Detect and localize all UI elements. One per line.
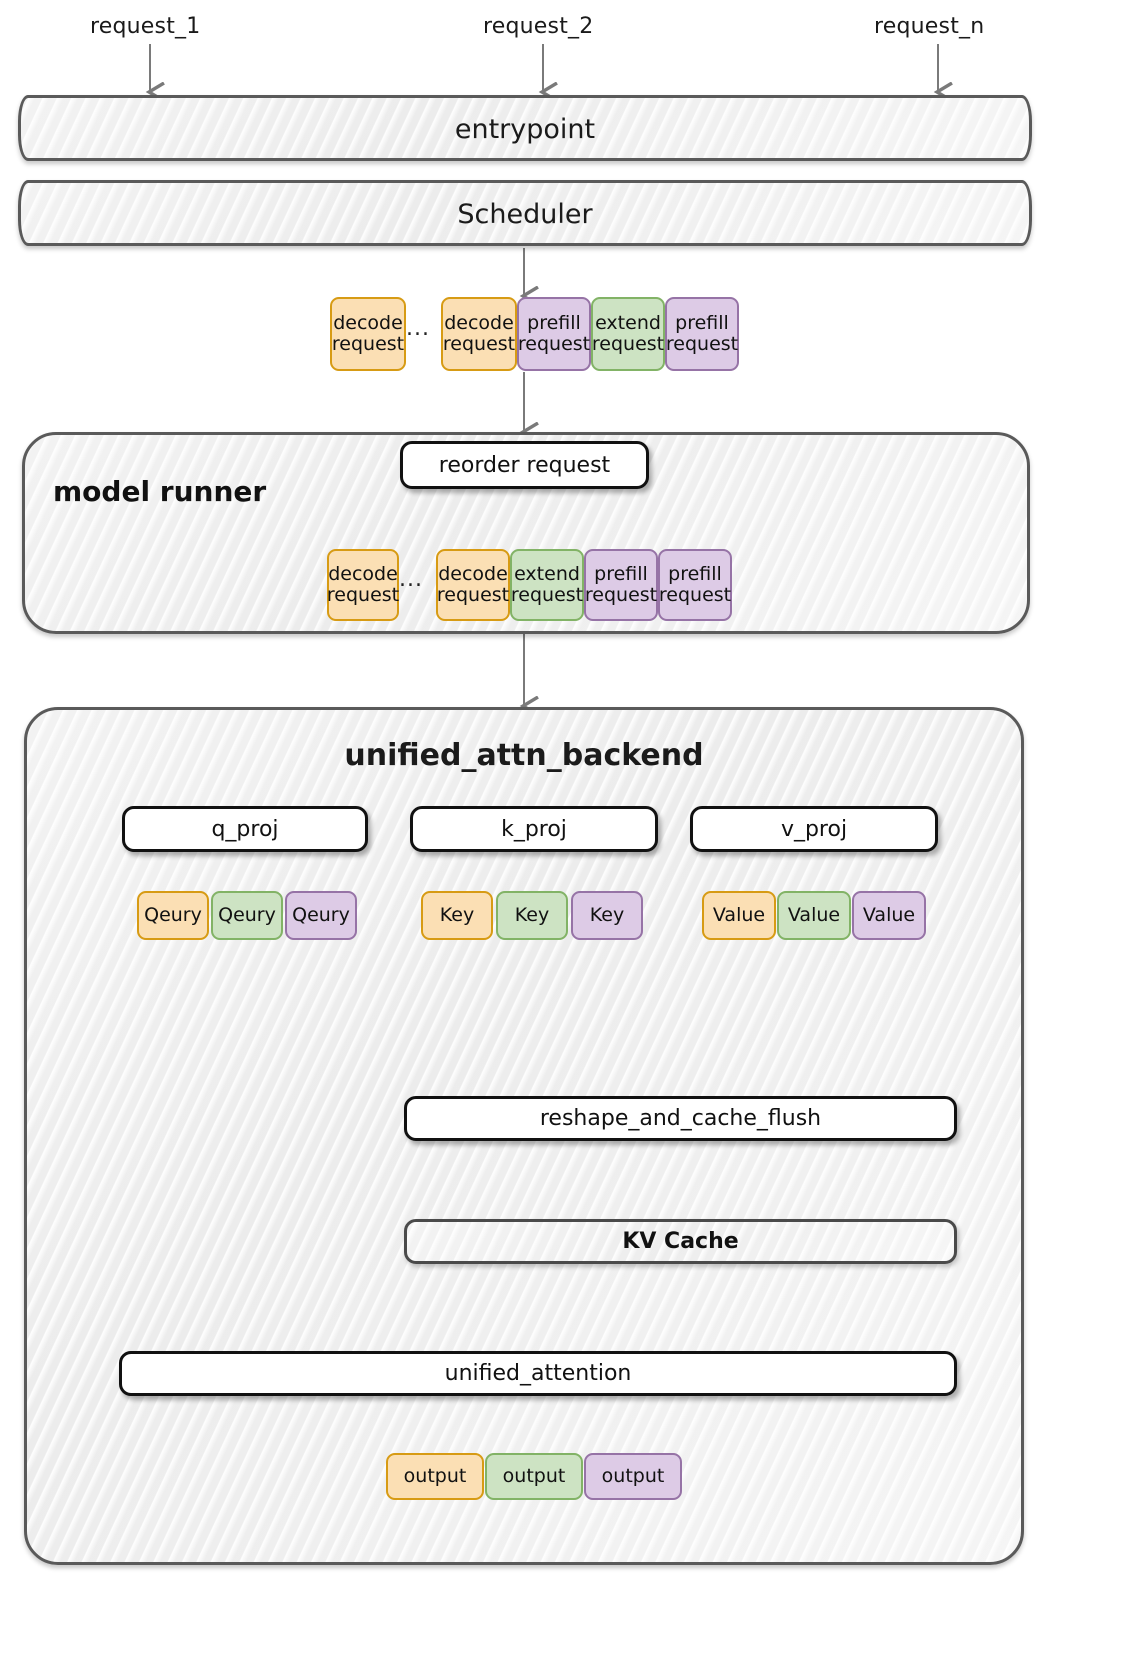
chip-line2: request (584, 584, 658, 606)
chip-line1: extend (514, 562, 580, 585)
value-chip-label: Value (862, 903, 916, 926)
output-chip-label: output (502, 1464, 566, 1487)
chip-line1: prefill (594, 562, 648, 585)
model-runner-label: model runner (53, 475, 267, 508)
output-chip[interactable]: output (485, 1453, 583, 1500)
input-label-request-2: request_2 (483, 14, 594, 39)
runner-queue-chip[interactable]: decode request (327, 549, 399, 621)
chip-line2: request (331, 333, 405, 355)
chip-line1: prefill (668, 562, 722, 585)
key-chip-label: Key (589, 903, 625, 926)
output-chip-label: output (403, 1464, 467, 1487)
chip-line1: extend (595, 311, 661, 334)
runner-queue-chip[interactable]: extend request (510, 549, 584, 621)
key-chip[interactable]: Key (571, 891, 643, 940)
output-chip[interactable]: output (584, 1453, 682, 1500)
chip-line2: request (442, 333, 516, 355)
queue-chip[interactable]: decode request (441, 297, 517, 371)
q-proj-box[interactable]: q_proj (122, 806, 368, 852)
chip-line1: prefill (527, 311, 581, 334)
chip-line2: request (436, 584, 510, 606)
chip-line2: request (658, 584, 732, 606)
v-proj-label: v_proj (780, 816, 848, 842)
kv-cache-box[interactable]: KV Cache (404, 1219, 957, 1264)
reorder-request-label: reorder request (438, 452, 611, 478)
k-proj-label: k_proj (501, 816, 567, 842)
q-proj-label: q_proj (211, 816, 279, 842)
chip-line1: prefill (675, 311, 729, 334)
chip-line2: request (591, 333, 665, 355)
runner-queue-chip[interactable]: decode request (436, 549, 510, 621)
key-chip-label: Key (514, 903, 550, 926)
output-chip[interactable]: output (386, 1453, 484, 1500)
value-chip[interactable]: Value (702, 891, 776, 940)
chip-line1: decode (438, 562, 508, 585)
runner-queue-chip[interactable]: prefill request (658, 549, 732, 621)
query-chip-label: Qeury (292, 903, 350, 926)
scheduler-label: Scheduler (457, 199, 593, 230)
entrypoint-label: entrypoint (454, 114, 596, 145)
reshape-and-cache-flush-label: reshape_and_cache_flush (539, 1106, 822, 1131)
chip-line2: request (665, 333, 739, 355)
chip-line1: decode (444, 311, 514, 334)
k-proj-box[interactable]: k_proj (410, 806, 658, 852)
query-chip[interactable]: Qeury (211, 891, 283, 940)
key-chip[interactable]: Key (496, 891, 568, 940)
reshape-and-cache-flush-box[interactable]: reshape_and_cache_flush (404, 1096, 957, 1141)
value-chip[interactable]: Value (852, 891, 926, 940)
query-chip[interactable]: Qeury (137, 891, 209, 940)
chip-line1: decode (333, 311, 403, 334)
entrypoint-band[interactable]: entrypoint (18, 95, 1032, 161)
key-chip[interactable]: Key (421, 891, 493, 940)
query-chip-label: Qeury (144, 903, 202, 926)
chip-line2: request (517, 333, 591, 355)
query-chip-label: Qeury (218, 903, 276, 926)
queue-ellipsis: ... (406, 316, 430, 341)
chip-line2: request (326, 584, 400, 606)
input-label-request-1: request_1 (90, 14, 201, 39)
chip-line1: decode (328, 562, 398, 585)
output-chip-label: output (601, 1464, 665, 1487)
queue-chip[interactable]: extend request (591, 297, 665, 371)
unified-attention-label: unified_attention (444, 1361, 632, 1386)
value-chip-label: Value (712, 903, 766, 926)
query-chip[interactable]: Qeury (285, 891, 357, 940)
reorder-request-box[interactable]: reorder request (400, 441, 649, 489)
v-proj-box[interactable]: v_proj (690, 806, 938, 852)
key-chip-label: Key (439, 903, 475, 926)
unified-attention-box[interactable]: unified_attention (119, 1351, 957, 1396)
unified-attn-backend-label: unified_attn_backend (344, 738, 704, 773)
value-chip[interactable]: Value (777, 891, 851, 940)
runner-queue-chip[interactable]: prefill request (584, 549, 658, 621)
runner-queue-ellipsis: ... (399, 567, 423, 592)
input-label-request-n: request_n (874, 14, 985, 39)
queue-chip[interactable]: prefill request (665, 297, 739, 371)
chip-line2: request (510, 584, 584, 606)
scheduler-band[interactable]: Scheduler (18, 180, 1032, 246)
kv-cache-label: KV Cache (622, 1229, 739, 1254)
value-chip-label: Value (787, 903, 841, 926)
queue-chip[interactable]: decode request (330, 297, 406, 371)
queue-chip[interactable]: prefill request (517, 297, 591, 371)
